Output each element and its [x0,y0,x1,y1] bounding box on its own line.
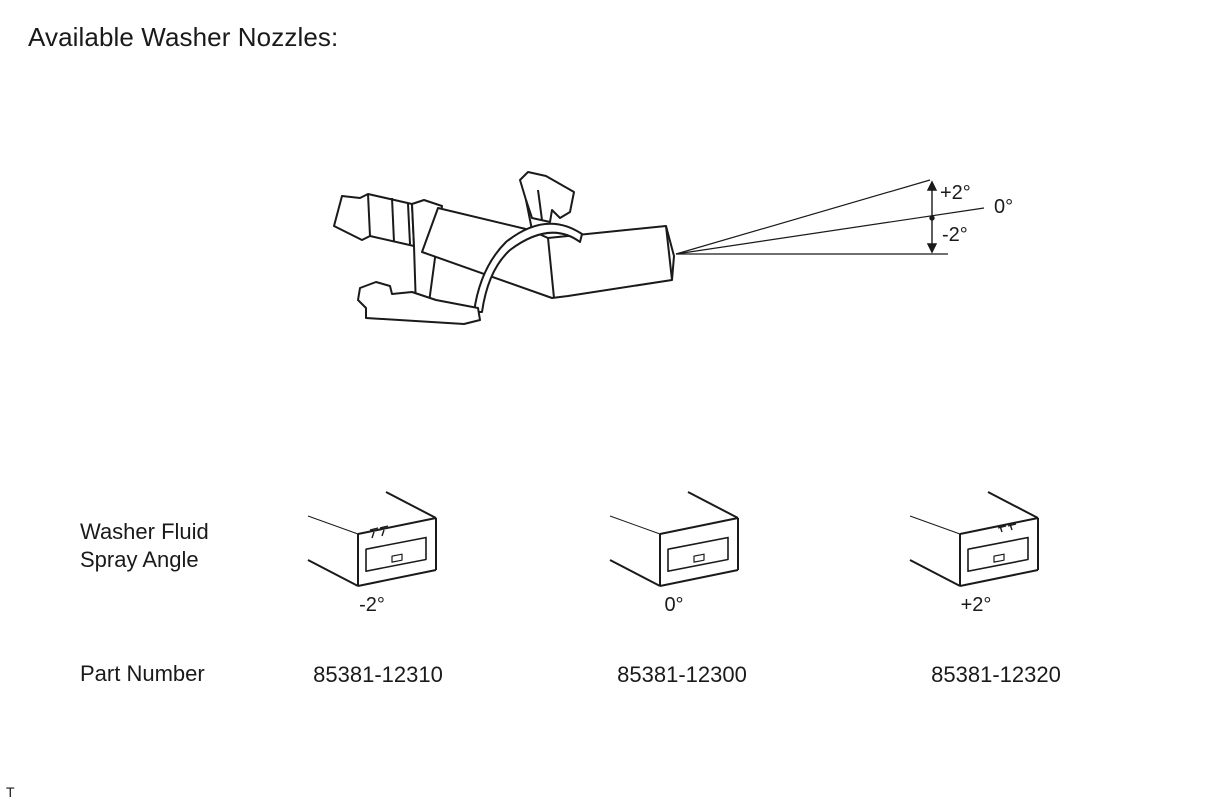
angle-zero-label: 0° [994,196,1014,218]
variant-angle-label: -2° [359,594,385,616]
footer-mark: T [6,784,15,800]
page-title: Available Washer Nozzles: [28,22,339,52]
nozzle-drawing [333,171,985,325]
variant-angle-label: 0° [664,594,684,616]
nozzle-variant-plus-2: +2° [902,486,1062,616]
nozzle-tip-icon [609,491,739,587]
part-number-row-label: Part Number [80,661,205,686]
washer-nozzle-illustration: +2° 0° -2° [320,160,1040,340]
variant-angle-label: +2° [960,594,992,616]
spray-lines [675,179,985,255]
nozzle-variant-minus-2: -2° [300,486,460,616]
nozzle-clip [519,171,575,223]
angle-arrow-marks [369,525,389,539]
nozzle-tip-icon [307,491,437,587]
angle-plus-2-label: +2° [940,182,971,204]
nozzle-tip-icon [909,491,1039,587]
angle-arrow-marks [997,523,1017,533]
nozzle-variant-zero: 0° [602,486,762,616]
hose-barb [333,193,415,247]
part-number-85381-12320: 85381-12320 [931,662,1061,687]
nozzle-foot [357,281,481,325]
spray-angle-row-label: Washer Fluid Spray Angle [80,519,209,572]
angle-arrows [926,180,938,254]
part-number-85381-12310: 85381-12310 [313,662,443,687]
angle-minus-2-label: -2° [942,224,968,246]
part-number-85381-12300: 85381-12300 [617,662,747,687]
